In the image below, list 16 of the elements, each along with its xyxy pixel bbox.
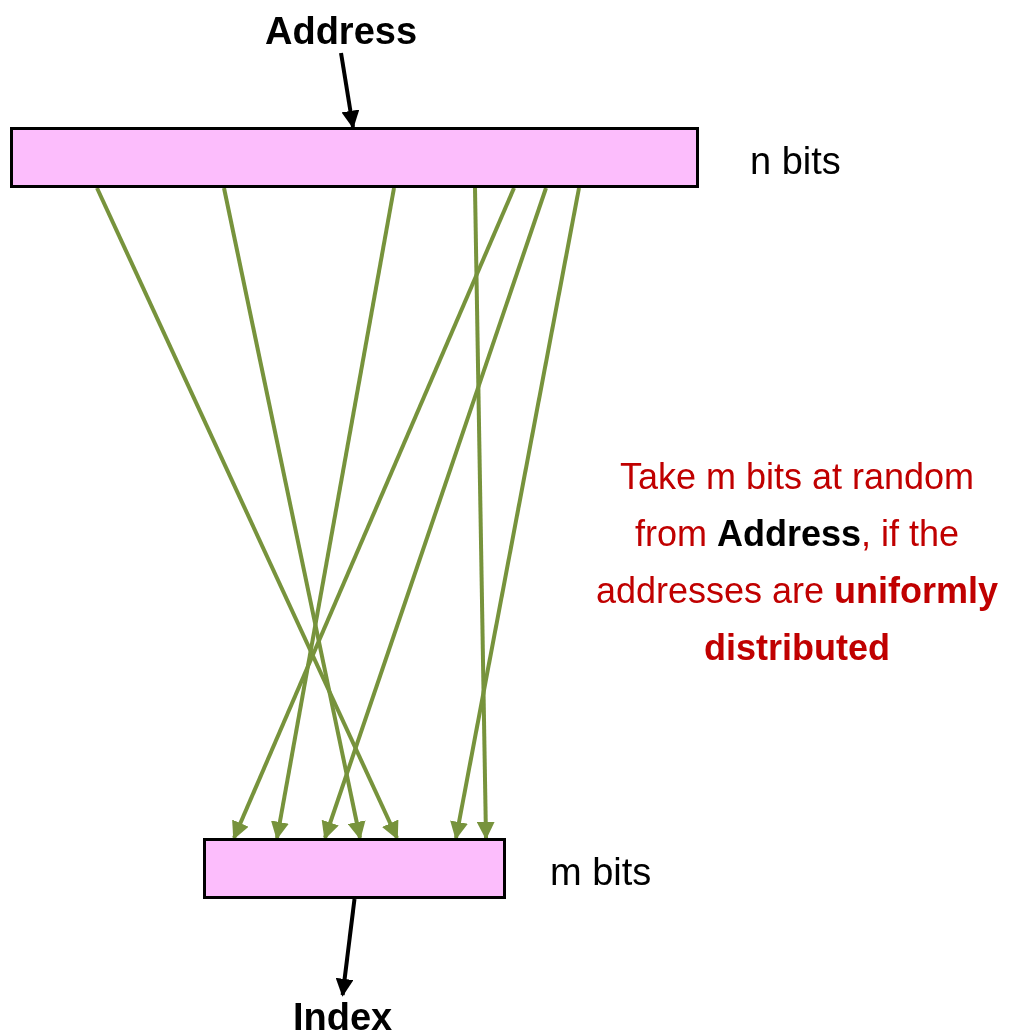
arrow <box>450 187 581 840</box>
bit-width-label: n bits <box>750 142 841 180</box>
node-label: Index <box>293 998 393 1036</box>
arrow <box>232 187 516 840</box>
arrow <box>335 898 357 997</box>
node-label: Address <box>265 12 418 50</box>
arrow <box>339 52 360 129</box>
arrow <box>321 187 548 840</box>
arrow <box>473 187 495 840</box>
arrow <box>95 187 399 840</box>
arrow <box>271 187 396 840</box>
register-bar <box>203 838 506 899</box>
note-text: Take m bits at random from Address, if the addresses are uniformly distributed <box>594 455 1000 670</box>
bit-width-label: m bits <box>550 853 652 891</box>
register-bar <box>10 127 699 188</box>
arrow <box>222 187 366 840</box>
